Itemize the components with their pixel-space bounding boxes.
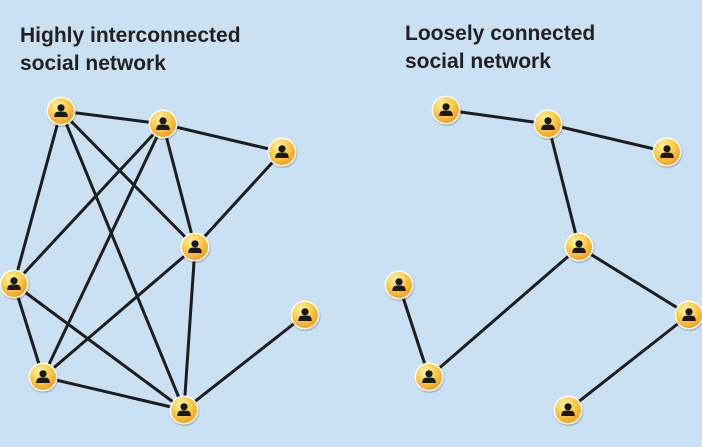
person-icon (660, 145, 674, 158)
person-node-o (674, 300, 702, 330)
edge-b-g (41, 122, 165, 379)
edge-b-c (161, 122, 284, 154)
person-node-i (431, 95, 461, 125)
edge-a-e (12, 109, 63, 286)
edge-f-h (182, 313, 307, 412)
person-icon (392, 278, 406, 291)
edge-b-d (161, 122, 197, 249)
person-icon (36, 370, 50, 383)
edge-a-d (59, 109, 197, 249)
edge-a-b (59, 109, 165, 126)
person-icon (156, 117, 170, 130)
edge-b-e (12, 122, 165, 286)
edge-e-h (12, 282, 186, 412)
person-node-k (652, 137, 682, 167)
person-node-f (290, 300, 320, 330)
person-node-c (267, 137, 297, 167)
person-icon (422, 370, 436, 383)
edge-j-l (546, 122, 581, 249)
edge-d-g (41, 245, 197, 379)
person-node-l (564, 232, 594, 262)
person-icon (298, 308, 312, 321)
edge-l-o (577, 245, 691, 317)
person-node-g (28, 362, 58, 392)
edge-c-d (193, 150, 284, 249)
edge-m-n (397, 283, 431, 379)
person-icon (561, 403, 575, 416)
person-icon (188, 240, 202, 253)
title-line: Highly interconnected (20, 24, 241, 47)
person-icon (541, 117, 555, 130)
person-icon (275, 145, 289, 158)
edge-d-h (182, 245, 197, 412)
person-icon (439, 103, 453, 116)
title-line: Loosely connected (405, 22, 596, 45)
person-icon (682, 308, 696, 321)
edge-l-n (427, 245, 581, 379)
edge-o-p (566, 313, 691, 412)
person-node-n (414, 362, 444, 392)
person-icon (54, 104, 68, 117)
title-line: social network (20, 52, 166, 75)
person-node-a (46, 96, 76, 126)
person-icon (572, 240, 586, 253)
person-node-d (180, 232, 210, 262)
person-node-j (533, 109, 563, 139)
edge-j-k (546, 122, 669, 154)
person-node-b (148, 109, 178, 139)
title-line: social network (405, 50, 551, 73)
edges-layer (12, 108, 691, 412)
edge-a-h (59, 109, 186, 412)
person-icon (177, 403, 191, 416)
person-node-m (384, 270, 414, 300)
person-node-e (0, 269, 29, 299)
title-loosely-connected: Loosely connected social network (405, 20, 595, 76)
nodes-layer (0, 95, 702, 425)
title-highly-interconnected: Highly interconnected social network (20, 22, 241, 78)
person-node-p (553, 395, 583, 425)
edge-e-g (12, 282, 45, 379)
person-icon (7, 277, 21, 290)
person-node-h (169, 395, 199, 425)
edge-g-h (41, 375, 186, 412)
edge-i-j (444, 108, 550, 126)
